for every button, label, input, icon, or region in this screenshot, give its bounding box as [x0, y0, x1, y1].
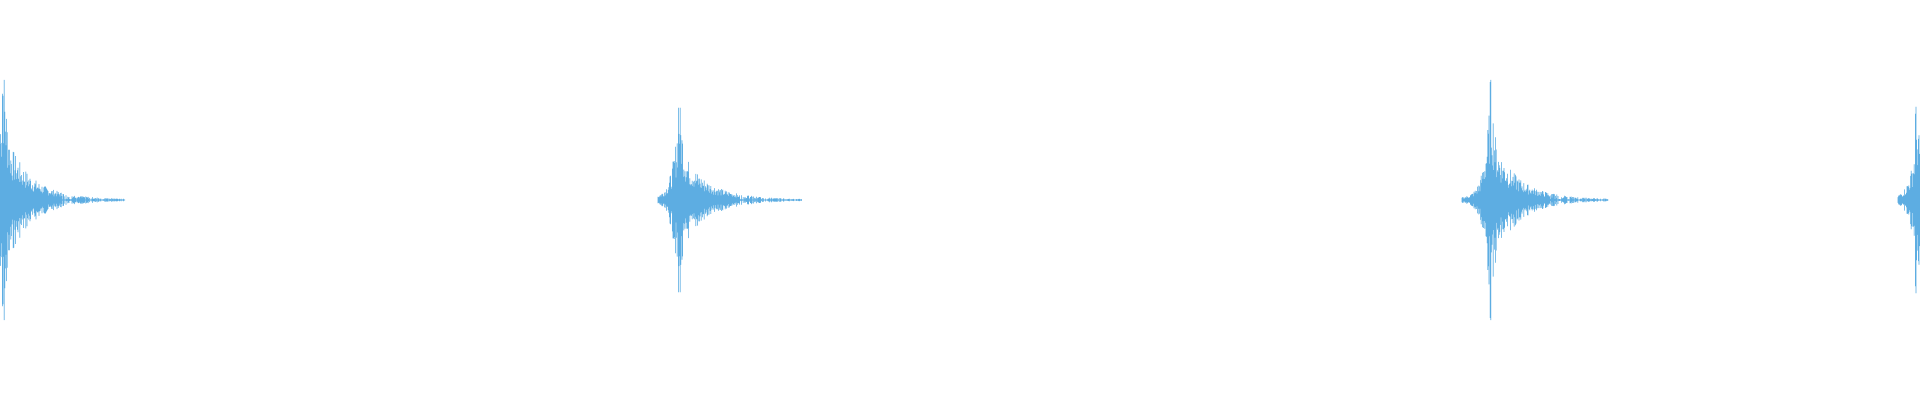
waveform-burst-4: [1897, 106, 1920, 294]
waveform-burst-2: [657, 107, 802, 293]
waveform-burst-3: [1461, 79, 1609, 321]
waveform-burst-1: [0, 79, 126, 321]
